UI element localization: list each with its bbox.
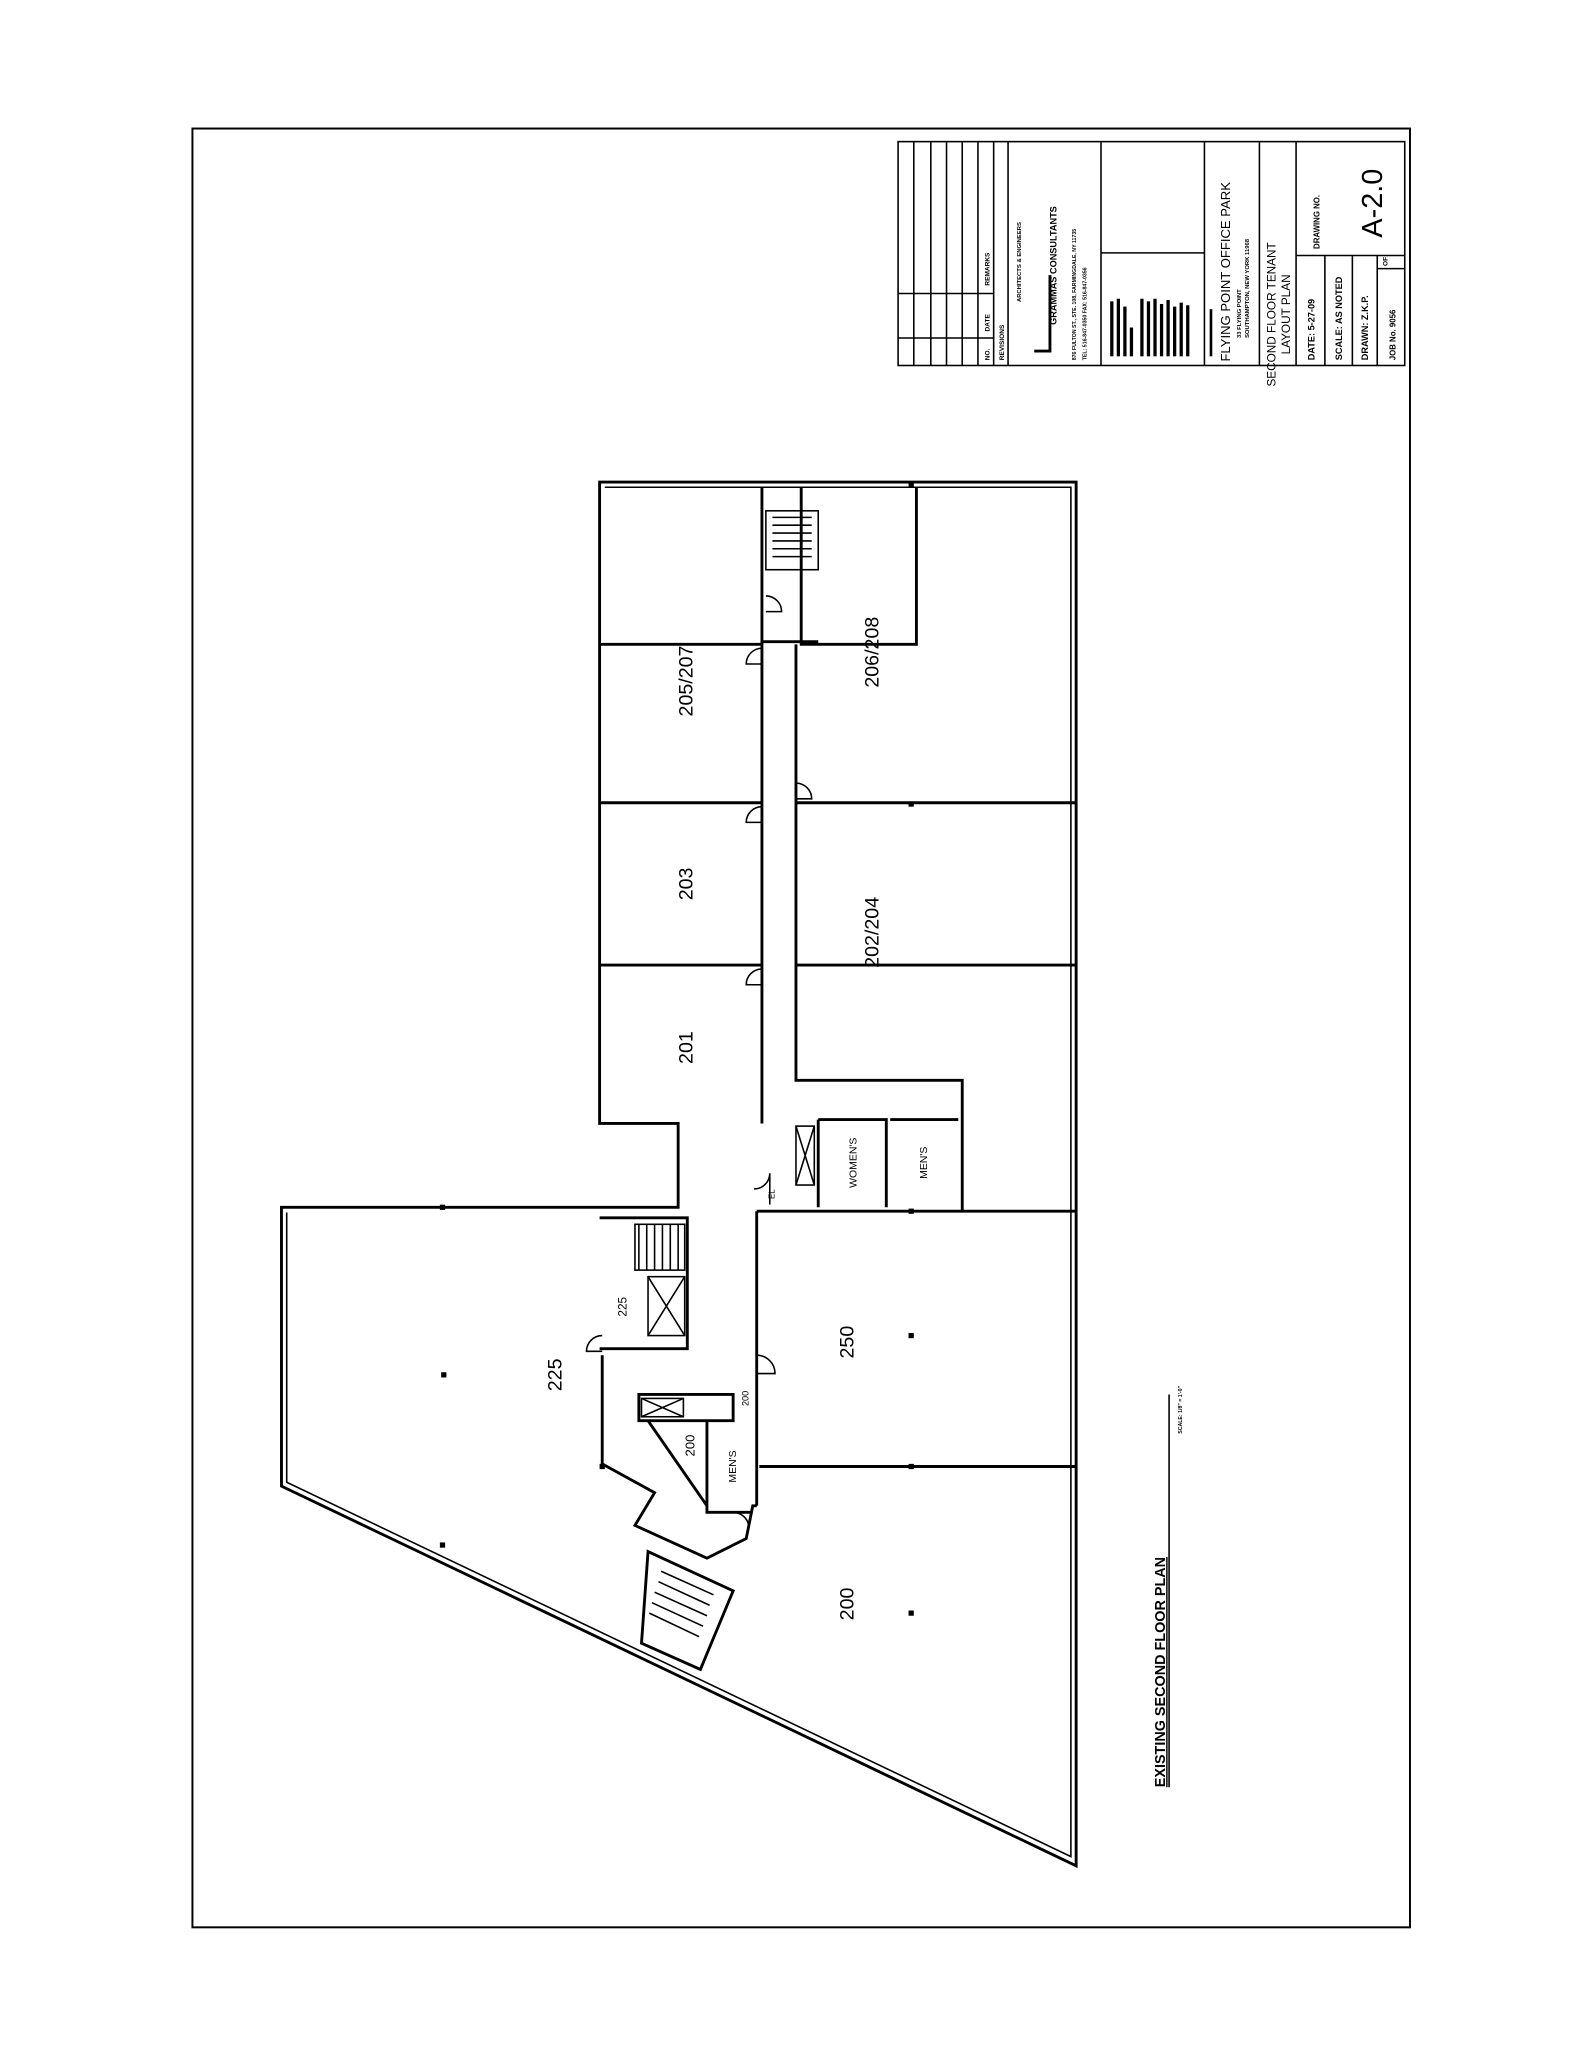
interior-walls — [599, 487, 1077, 1672]
firm-contact: TEL: 516-847-0350 FAX: 516-847-0356 — [1083, 267, 1089, 360]
of-label: OF: — [1383, 255, 1390, 266]
stair-lower — [649, 1570, 714, 1638]
drawing-no-label: DRAWING NO. — [1313, 195, 1322, 249]
project-address-1: 33 FLYING POINT — [1237, 289, 1243, 338]
room-200-small-a: 200 — [741, 1391, 751, 1406]
room-205-207: 205/207 — [676, 646, 698, 717]
column-markers — [439, 482, 914, 1616]
room-225-small: 225 — [616, 1297, 629, 1317]
rev-date-header: DATE — [985, 314, 992, 332]
project-address-2: SOUTHAMPTON, NEW YORK 11968 — [1245, 238, 1251, 338]
room-201: 201 — [676, 1031, 698, 1064]
exterior-walls — [280, 480, 1078, 1869]
job-no-field: JOB No. 9056 — [1389, 309, 1398, 360]
sheet-title-1: SECOND FLOOR TENANT — [1266, 242, 1279, 386]
elevator-icon — [640, 1125, 816, 1418]
plan-scale-note: SCALE: 1/8" = 1'-0" — [1178, 1385, 1184, 1433]
sheet-title-2: LAYOUT PLAN — [1280, 274, 1293, 354]
room-el: EL — [767, 1189, 776, 1199]
title-block: NO. DATE REMARKS REVISIONS ARCHITECTS & … — [897, 140, 1406, 387]
plan-caption: EXISTING SECOND FLOOR PLAN — [1153, 1557, 1169, 1787]
room-womens: WOMEN'S — [848, 1138, 859, 1188]
scale-field: SCALE: AS NOTED — [1334, 276, 1344, 360]
room-225: 225 — [545, 1358, 567, 1391]
rev-no-header: NO. — [985, 348, 992, 360]
room-206-208: 206/208 — [861, 617, 883, 688]
firm-discipline: ARCHITECTS & ENGINEERS — [1017, 222, 1023, 302]
drawing-number: A-2.0 — [1357, 169, 1389, 238]
drawn-field: DRAWN: Z.K.P. — [1360, 295, 1370, 360]
firm-name: GRAMMAS CONSULTANTS — [1048, 206, 1058, 325]
revisions-caption: REVISIONS — [999, 324, 1006, 360]
stair-upper — [765, 510, 820, 571]
stair-middle — [634, 1223, 686, 1271]
general-notes — [1110, 298, 1213, 357]
sheet-border — [191, 127, 1411, 1929]
firm-logo — [1034, 275, 1052, 353]
door-swings — [585, 595, 813, 1529]
room-200-small-b: 200 — [683, 1435, 698, 1457]
room-202-204: 202/204 — [861, 897, 883, 968]
room-203: 203 — [676, 867, 698, 900]
room-250: 250 — [837, 1326, 859, 1359]
date-field: DATE: 5-27-09 — [1306, 299, 1316, 360]
room-200: 200 — [837, 1588, 859, 1621]
room-mens-lower: MEN'S — [728, 1450, 739, 1482]
rev-remarks-header: REMARKS — [985, 252, 992, 286]
revision-grid: NO. DATE REMARKS REVISIONS — [898, 141, 1009, 366]
room-mens-upper: MEN'S — [919, 1147, 930, 1179]
project-name: FLYING POINT OFFICE PARK — [1218, 182, 1233, 362]
firm-address: 876 FULTON ST., STE. 108, FARMINGDALE, N… — [1072, 229, 1078, 360]
floor-plan: 205/207 206/208 203 202/204 201 WOMEN'S … — [280, 480, 1078, 1869]
